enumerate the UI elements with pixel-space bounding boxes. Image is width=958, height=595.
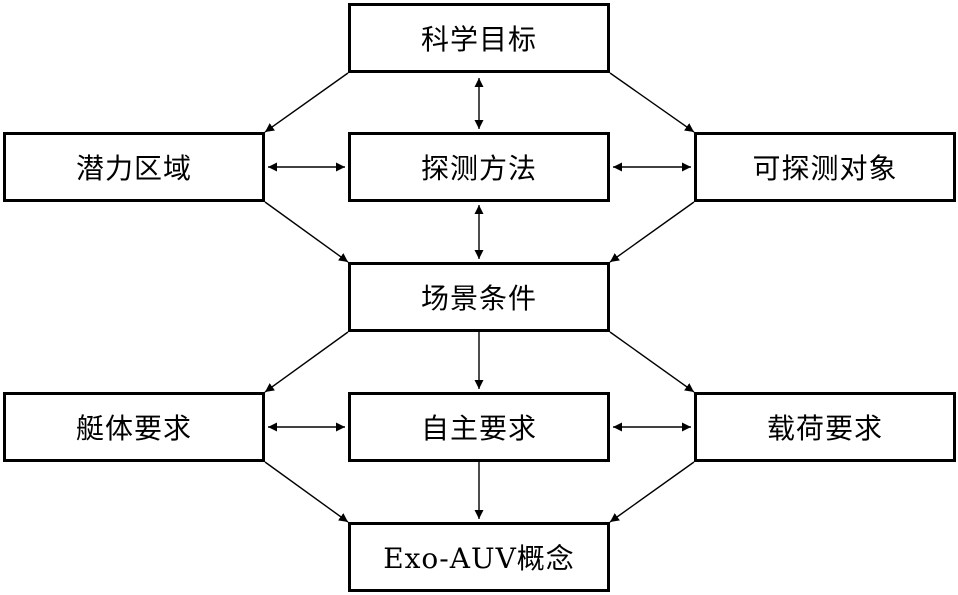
- edge-hull-requirements-to-exo-auv-concept: [264, 461, 349, 523]
- edge-scenario-conditions-to-hull-requirements: [264, 331, 349, 393]
- node-payload-requirements: 载荷要求: [694, 392, 956, 462]
- edge-detectable-object-to-scenario-conditions: [609, 201, 695, 263]
- node-exo-auv-concept: Exo-AUV概念: [348, 522, 610, 592]
- node-hull-requirements: 艇体要求: [3, 392, 265, 462]
- edge-scenario-conditions-to-payload-requirements: [609, 331, 695, 393]
- edge-science-goal-to-detectable-object: [609, 72, 695, 133]
- node-science-goal: 科学目标: [348, 3, 610, 73]
- node-potential-region: 潜力区域: [3, 132, 265, 202]
- node-detectable-object: 可探测对象: [694, 132, 956, 202]
- node-scenario-conditions: 场景条件: [348, 262, 610, 332]
- edge-payload-requirements-to-exo-auv-concept: [609, 461, 695, 523]
- edge-potential-region-to-scenario-conditions: [264, 201, 349, 263]
- node-detection-method: 探测方法: [348, 132, 610, 202]
- edge-science-goal-to-potential-region: [264, 72, 349, 133]
- node-autonomy-requirements: 自主要求: [348, 392, 610, 462]
